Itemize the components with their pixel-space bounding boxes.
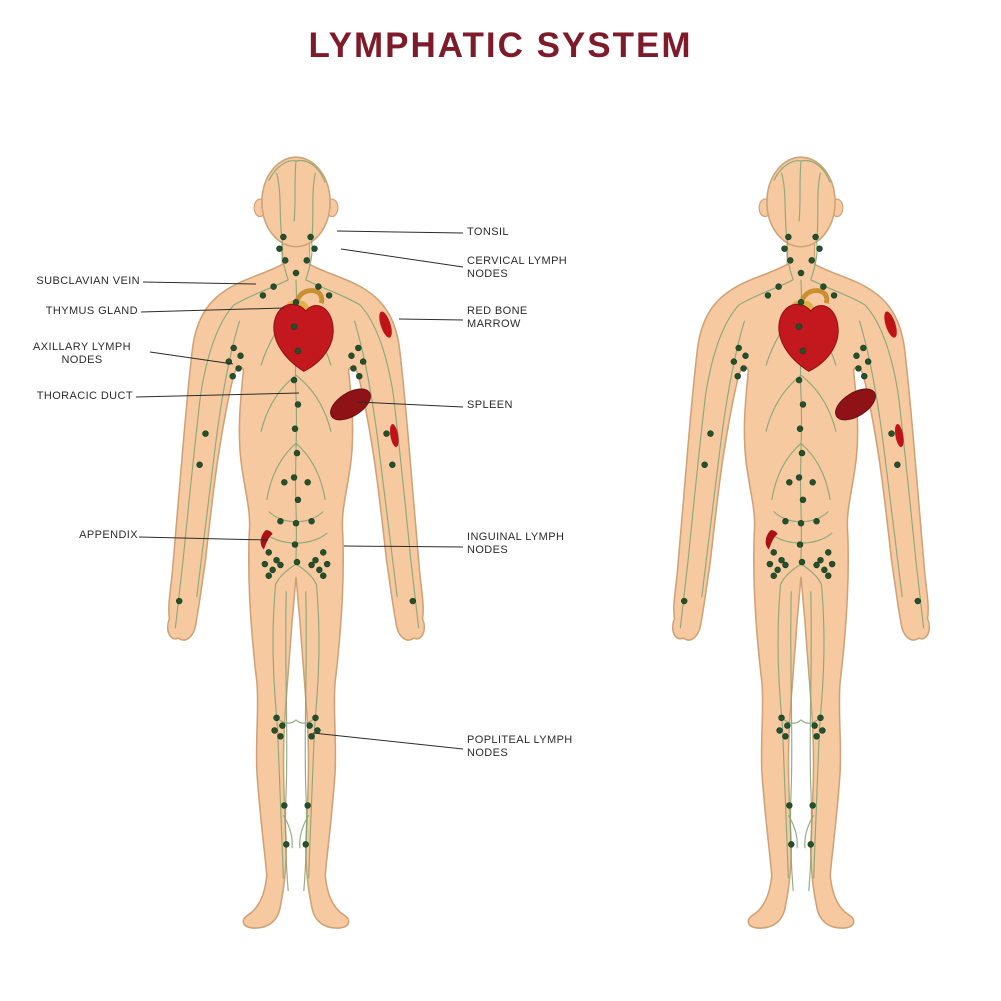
label-spleen: SPLEEN: [467, 399, 513, 411]
anterior-figure: [150, 136, 442, 959]
label-appendix: APPENDIX: [79, 529, 138, 541]
page-title: LYMPHATIC SYSTEM: [308, 26, 693, 65]
label-red-bone-marrow: RED BONE MARROW: [467, 305, 528, 330]
label-inguinal-lymph-nodes: INGUINAL LYMPH NODES: [467, 531, 565, 556]
label-subclavian-vein: SUBCLAVIAN VEIN: [36, 275, 140, 287]
label-popliteal-lymph-nodes: POPLITEAL LYMPH NODES: [467, 734, 573, 759]
label-axillary-lymph-nodes: AXILLARY LYMPH NODES: [33, 341, 131, 366]
label-tonsil: TONSIL: [467, 226, 509, 238]
label-thoracic-duct: THORACIC DUCT: [36, 390, 133, 402]
label-cervical-lymph-nodes: CERVICAL LYMPH NODES: [467, 255, 568, 280]
label-thymus-gland: THYMUS GLAND: [45, 305, 138, 317]
posterior-figure: [655, 136, 947, 959]
